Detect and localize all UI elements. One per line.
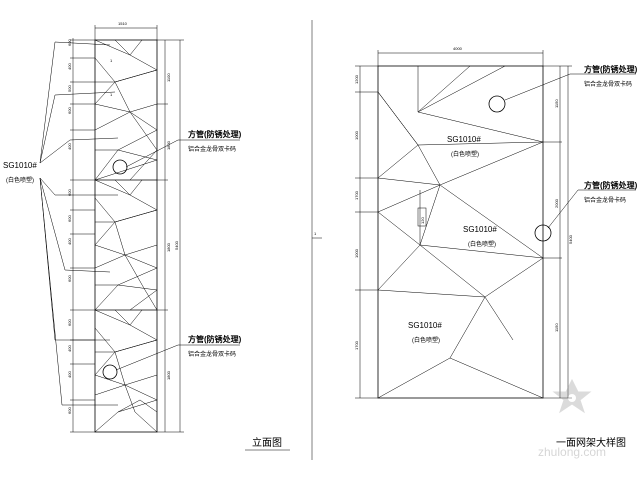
left-tube-circle-1 <box>112 159 128 175</box>
left-right-total-dim: 5400 <box>174 240 179 250</box>
right-panel-label-2-code: SG1010# <box>463 225 497 234</box>
left-dim-11: 400 <box>67 345 72 352</box>
left-dim-9: 600 <box>67 275 72 282</box>
right-facets <box>377 65 544 399</box>
svg-text:1: 1 <box>110 58 113 63</box>
right-left-dim-4: 1000 <box>354 248 359 258</box>
right-left-dim-3: 1700 <box>354 190 359 200</box>
left-facets-2 <box>94 179 158 311</box>
right-callout-top-line2: 铝合金龙骨双卡码 <box>584 80 632 88</box>
right-panel-label-1-finish: (白色喷塑) <box>451 150 479 158</box>
left-caption: 立面图 <box>252 436 282 449</box>
right-right-dim-2: 2000 <box>554 198 559 208</box>
left-callout-top-line2: 铝合金龙骨双卡码 <box>188 145 236 153</box>
left-right-dim-4: 1800 <box>166 370 171 380</box>
left-dim-12: 400 <box>67 371 72 378</box>
right-tube-circle-2 <box>534 224 552 242</box>
left-dim-7: 600 <box>67 215 72 222</box>
left-dim-4: 600 <box>67 107 72 114</box>
left-dim-10: 600 <box>67 319 72 326</box>
left-frame <box>94 39 158 433</box>
left-right-dim-1: 1100 <box>166 73 171 82</box>
left-dim-6: 600 <box>67 189 72 196</box>
left-tube-circle-2 <box>102 364 118 380</box>
right-panel-label-3-finish: (白色喷塑) <box>412 336 440 344</box>
section-marker: 1 <box>312 231 322 239</box>
left-callout-top-line1: 方管(防锈处理) <box>188 129 242 139</box>
watermark-text: zhulong.com <box>538 445 606 459</box>
right-callout-top: 方管(防锈处理) 铝合金龙骨双卡码 <box>504 64 638 101</box>
left-material-label: SG1010# (白色喷塑) <box>3 41 119 406</box>
right-right-dim-1: 1150 <box>554 99 559 108</box>
right-left-dim-1: 1200 <box>354 74 359 84</box>
left-dim-2: 400 <box>67 63 72 70</box>
right-tube-circle-1 <box>488 95 506 113</box>
left-material-finish: (白色喷塑) <box>6 176 34 184</box>
svg-text:1: 1 <box>110 92 113 97</box>
left-callout-bottom: 方管(防锈处理) 铝合金龙骨双卡码 <box>115 334 242 371</box>
right-callout-mid: 方管(防锈处理) 铝合金龙骨卡码 <box>547 180 638 229</box>
left-facets-3 <box>94 309 158 433</box>
left-dim-13: 600 <box>67 407 72 414</box>
left-callout-bottom-line2: 铝合金龙骨双卡码 <box>188 350 236 358</box>
left-dim-3: 500 <box>67 85 72 92</box>
right-top-dim: 4000 <box>453 46 463 51</box>
left-top-dim: 1510 <box>118 21 128 26</box>
right-left-dim-5: 1700 <box>354 340 359 350</box>
right-left-dim-2: 1000 <box>354 130 359 140</box>
right-callout-top-line1: 方管(防锈处理) <box>584 64 638 74</box>
left-elevation: 1510 600 400 500 600 400 600 600 400 600… <box>3 21 290 451</box>
right-panel-label-1-code: SG1010# <box>447 135 481 144</box>
left-right-dim-3: 1800 <box>166 242 171 252</box>
right-panel-label-3-code: SG1010# <box>408 321 442 330</box>
left-dim-chain: 600 400 500 600 400 600 600 400 600 600 … <box>67 39 72 414</box>
left-material-code: SG1010# <box>3 161 37 170</box>
right-right-dim-3: 1150 <box>554 323 559 332</box>
right-callout-mid-line1: 方管(防锈处理) <box>584 180 638 190</box>
left-facets-1: 1 1 <box>94 39 158 181</box>
left-dim-8: 400 <box>67 238 72 245</box>
right-detail: 4000 1200 1000 1700 1000 1700 <box>354 46 638 449</box>
left-callout-top: 方管(防锈处理) 铝合金龙骨双卡码 <box>125 129 242 168</box>
right-panel-label-2-finish: (白色喷塑) <box>468 240 496 248</box>
left-dim-1: 600 <box>67 39 72 46</box>
svg-text:1: 1 <box>314 231 317 236</box>
watermark: zhulong.com <box>538 378 606 459</box>
right-frame <box>377 65 544 399</box>
left-dim-5: 400 <box>67 143 72 150</box>
left-callout-bottom-line1: 方管(防锈处理) <box>188 334 242 344</box>
right-callout-mid-line2: 铝合金龙骨卡码 <box>584 196 626 204</box>
watermark-logo-icon <box>552 378 592 414</box>
right-small-dim: 120 <box>420 217 425 224</box>
right-caption: 一面网架大样图 <box>556 436 626 449</box>
right-total-dim: 5400 <box>568 234 573 244</box>
